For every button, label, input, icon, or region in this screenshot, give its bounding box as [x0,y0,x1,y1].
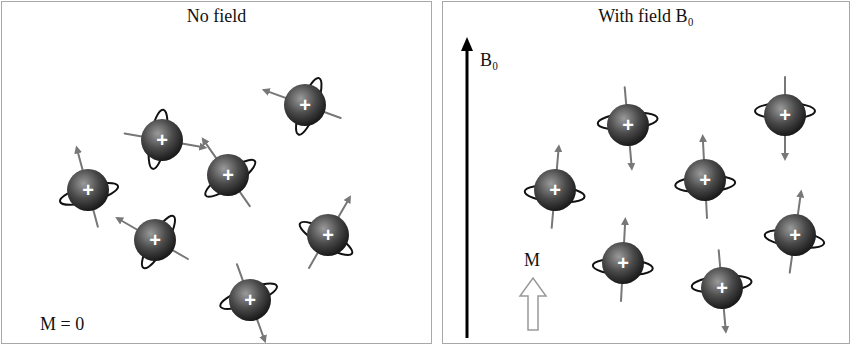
proton-sphere: + [66,168,110,212]
panel-title: With field B₀ [443,6,849,27]
charge-sign: + [228,278,272,322]
charge-sign: + [683,158,727,202]
field-panel: With field B₀ + + + + + + + [442,1,850,344]
proton-sphere: + [683,158,727,202]
charge-sign: + [700,266,744,310]
proton-sphere: + [533,168,577,212]
charge-sign: + [66,168,110,212]
proton-sphere: + [601,241,645,285]
charge-sign: + [606,103,650,147]
charge-sign: + [283,83,327,127]
proton-sphere: + [700,266,744,310]
charge-sign: + [206,153,250,197]
charge-sign: + [773,213,817,257]
proton-sphere: + [606,103,650,147]
magnetization-label: M = 0 [40,314,84,335]
field-label: B₀ [480,50,498,71]
proton-sphere: + [306,213,350,257]
charge-sign: + [763,93,807,137]
field-panel: No field M = 0 + + + + + + + [1,1,432,344]
charge-sign: + [601,241,645,285]
proton-sphere: + [206,153,250,197]
charge-sign: + [533,168,577,212]
proton-sphere: + [773,213,817,257]
proton-sphere: + [283,83,327,127]
magnetization-label: M [524,250,540,271]
proton-sphere: + [133,218,177,262]
panel-title: No field [2,6,431,27]
proton-sphere: + [228,278,272,322]
proton-sphere: + [763,93,807,137]
charge-sign: + [133,218,177,262]
proton-sphere: + [140,118,184,162]
charge-sign: + [140,118,184,162]
charge-sign: + [306,213,350,257]
